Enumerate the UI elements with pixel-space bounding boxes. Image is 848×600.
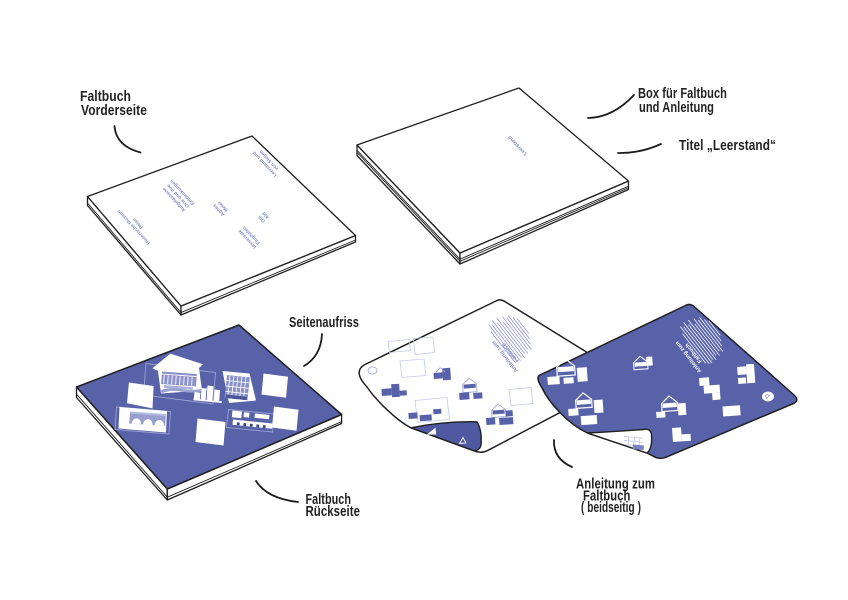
svg-text:Anleitung zum: Anleitung zum [576,476,655,493]
svg-text:( beidseitig ): ( beidseitig ) [581,499,641,516]
svg-text:Vorderseite: Vorderseite [81,102,147,119]
svg-text:Faltbuch: Faltbuch [583,488,631,505]
svg-text:Seitenaufriss: Seitenaufriss [289,314,359,331]
svg-text:und Anleitung: und Anleitung [639,99,714,116]
svg-text:Box für Faltbuch: Box für Faltbuch [638,85,727,102]
svg-text:Titel „Leerstand“: Titel „Leerstand“ [679,137,776,154]
svg-text:OlliAld: OlliAld [257,210,271,224]
svg-text:Rückseite: Rückseite [306,503,361,520]
svg-text:Faltbuch: Faltbuch [80,88,131,105]
svg-text:Faltbuch: Faltbuch [306,491,352,508]
